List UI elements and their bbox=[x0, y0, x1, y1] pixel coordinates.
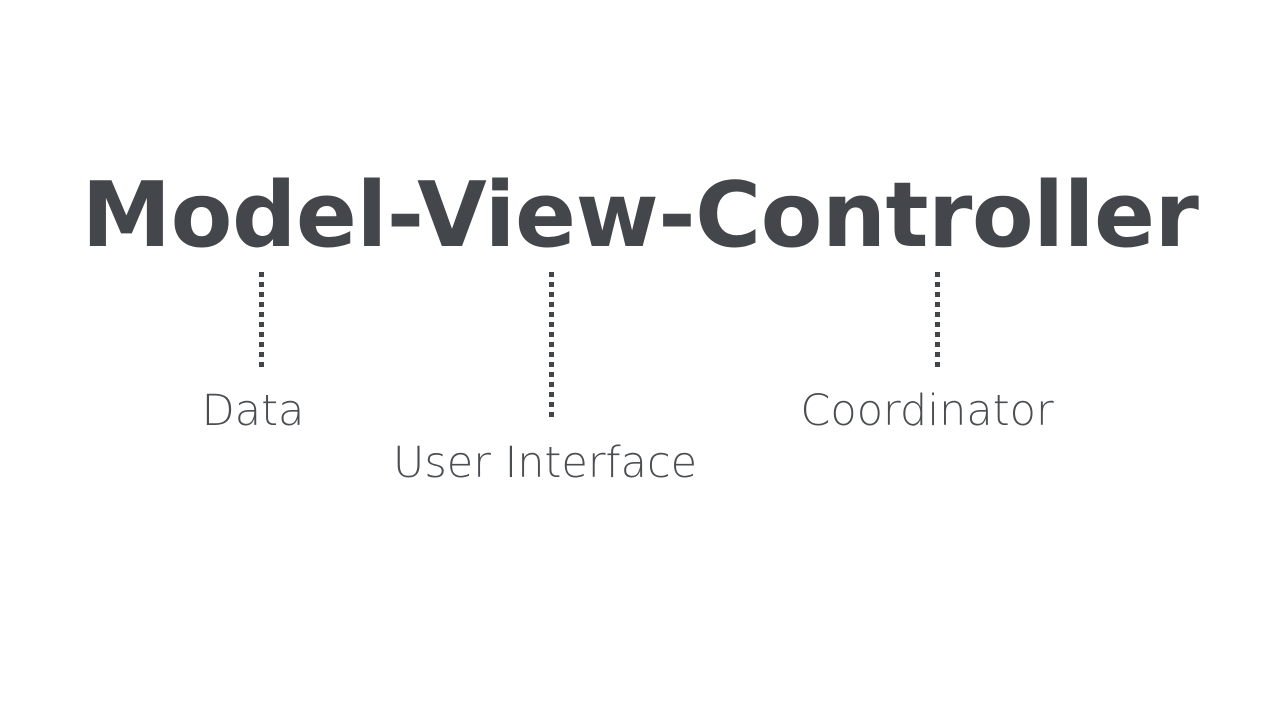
page-title: Model-View-Controller bbox=[81, 163, 1199, 268]
caption-model: Data bbox=[201, 386, 305, 436]
connector-line-controller bbox=[935, 272, 940, 369]
connector-line-view bbox=[549, 272, 554, 419]
caption-view: User Interface bbox=[392, 438, 698, 488]
connector-line-model bbox=[259, 272, 264, 369]
caption-controller: Coordinator bbox=[800, 386, 1054, 436]
